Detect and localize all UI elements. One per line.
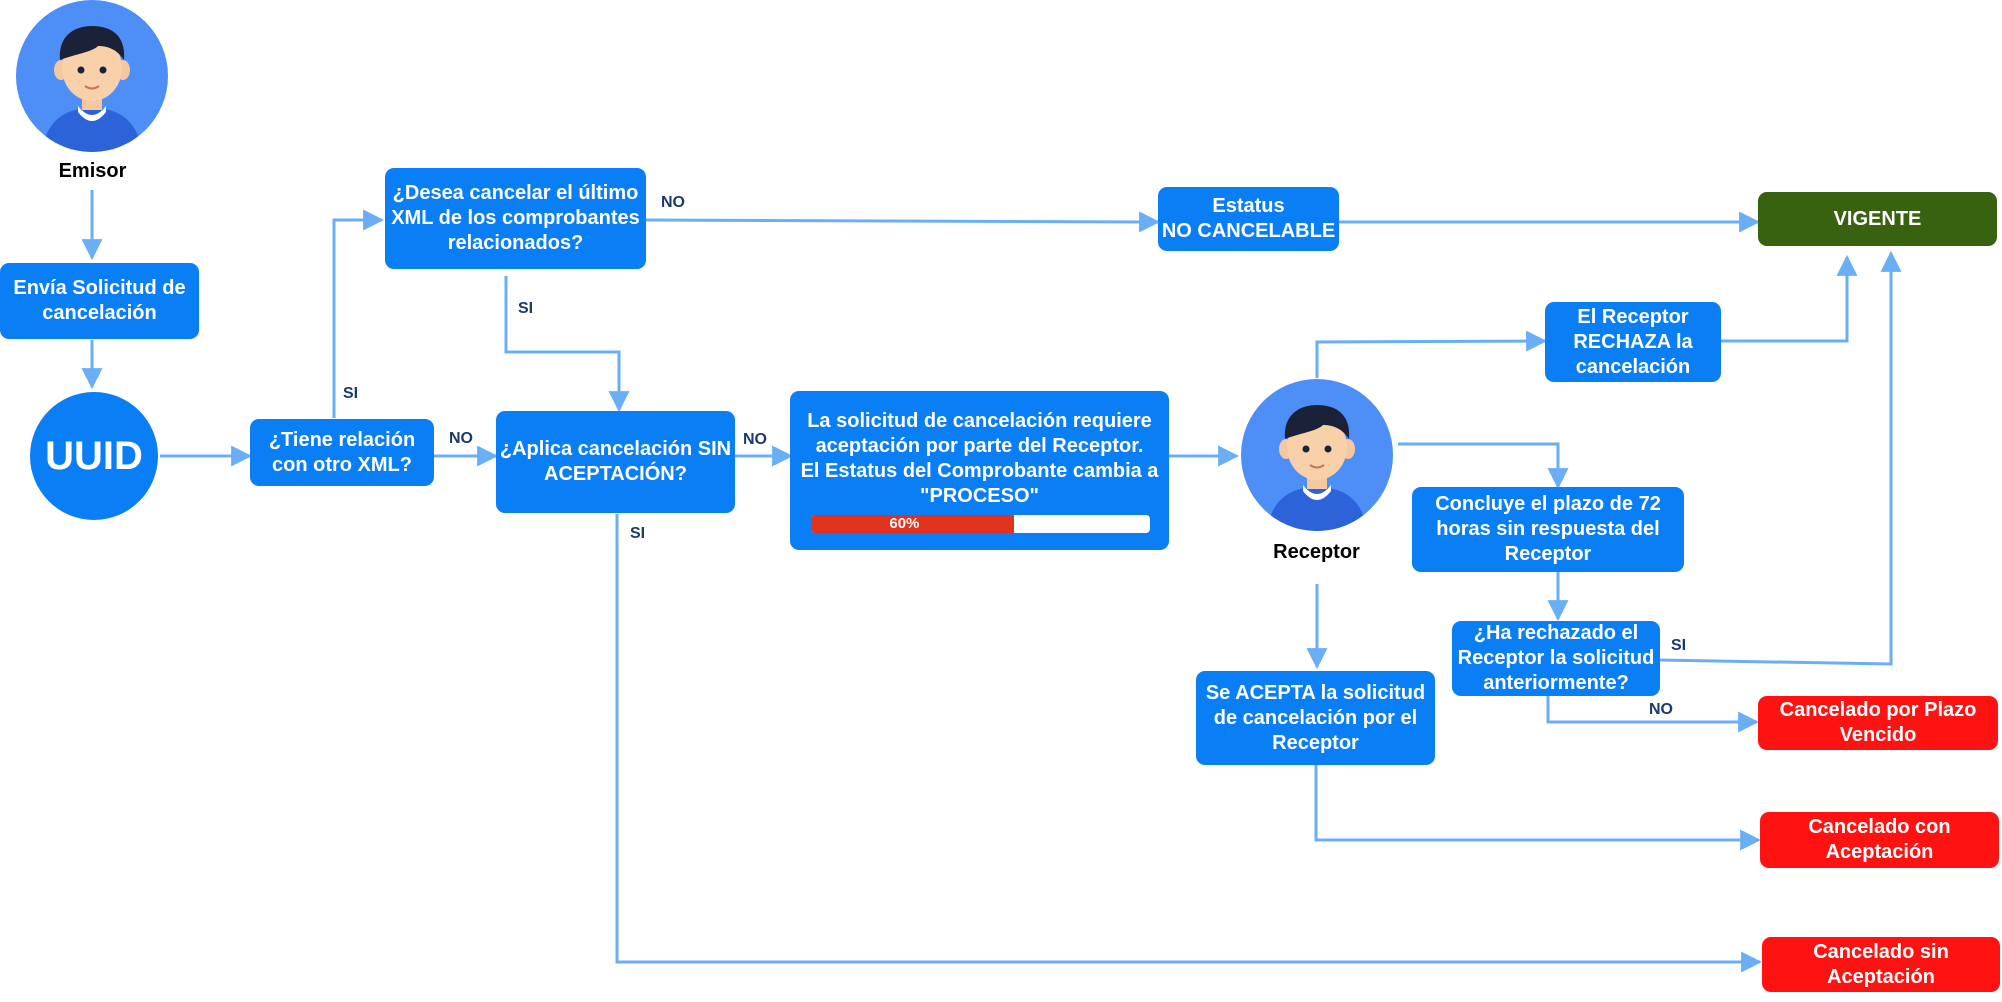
edge-label-si-relacion: SI (343, 385, 359, 402)
edge-label-no-aplica: NO (743, 431, 767, 448)
edge-label-si-aplica: SI (630, 525, 646, 542)
edge-label-no-relacion: NO (449, 430, 473, 447)
vigente-node: VIGENTE (1758, 192, 1997, 246)
envia-solicitud-node: Envía Solicitud de cancelación (0, 263, 199, 339)
desea-cancelar-node: ¿Desea cancelar el último XML de los com… (385, 168, 646, 269)
emisor-avatar (16, 0, 168, 152)
person-icon (42, 26, 142, 152)
receptor-label: Receptor (1273, 541, 1360, 563)
acepta-node: Se ACEPTA la solicitud de cancelación po… (1196, 671, 1435, 765)
arrow-tiene-desea (332, 209, 385, 418)
solicitud-proceso-text: La solicitud de cancelación requiere ace… (800, 410, 1159, 507)
cancelado-sin-aceptacion-node: Cancelado sin Aceptación (1762, 937, 2000, 992)
tiene-relacion-node: ¿Tiene relación con otro XML? (250, 419, 434, 486)
arrow-harechazado-plazovencido (1546, 696, 1760, 733)
arrow-receptor-concluye (1398, 442, 1569, 490)
arrow-rechaza-vigente (1721, 254, 1858, 343)
arrow-aplica-sinaceptacion (615, 514, 1763, 973)
progress-fill: 60% (811, 515, 1015, 533)
no-cancelable-node: Estatus NO CANCELABLE (1158, 187, 1339, 251)
cancelado-con-aceptacion-node: Cancelado con Aceptación (1760, 812, 1999, 868)
arrow-harechazado-vigente (1658, 250, 1902, 666)
uuid-node: UUID (30, 392, 158, 520)
ha-rechazado-node: ¿Ha rechazado el Receptor la solicitud a… (1452, 621, 1660, 696)
arrow-desea-nocancelable (645, 211, 1161, 233)
arrow-acepta-conaceptacion (1314, 765, 1762, 851)
rechaza-node: El Receptor RECHAZA la cancelación (1545, 302, 1721, 382)
arrow-receptor-rechaza (1315, 330, 1548, 378)
aplica-cancelacion-node: ¿Aplica cancelación SIN ACEPTACIÓN? (496, 411, 735, 513)
edge-label-si-desea: SI (518, 300, 534, 317)
edge-label-no-desea: NO (661, 194, 685, 211)
receptor-avatar (1241, 379, 1393, 531)
emisor-label: Emisor (58, 160, 127, 182)
progress-bar: 60% (811, 515, 1150, 533)
concluye-plazo-node: Concluye el plazo de 72 horas sin respue… (1412, 487, 1684, 572)
edge-label-no-rechazado: NO (1649, 701, 1673, 718)
cancelado-plazo-vencido-node: Cancelado por Plazo Vencido (1758, 696, 1998, 750)
arrow-desea-aplica (504, 276, 630, 413)
edge-label-si-rechazado: SI (1671, 637, 1687, 654)
person-icon (1267, 405, 1367, 531)
